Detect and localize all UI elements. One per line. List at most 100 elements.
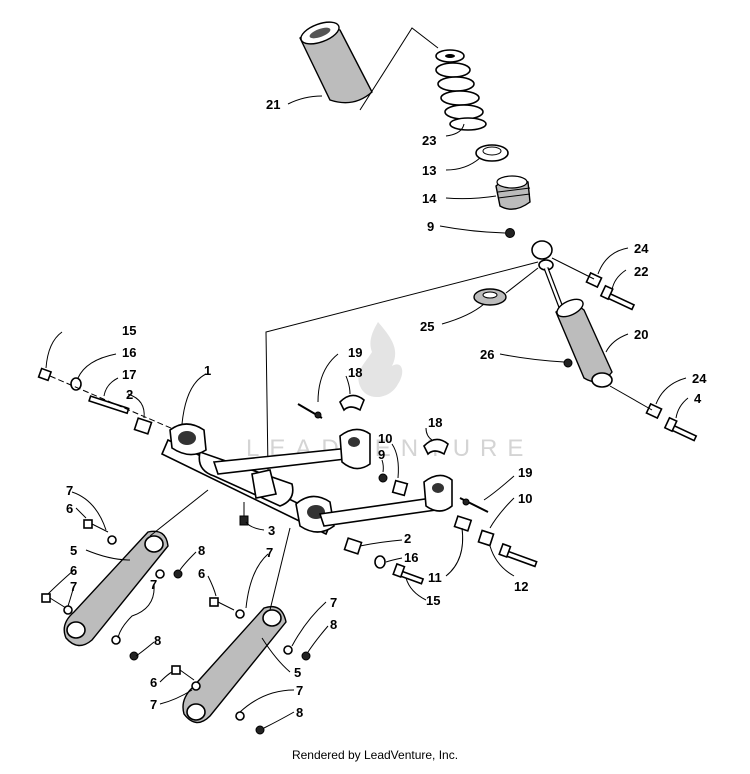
callout-24: 24 — [692, 371, 707, 386]
part-washer-25 — [473, 288, 507, 306]
part-cap-18a — [339, 394, 365, 412]
part-washer-7d — [111, 635, 121, 645]
callout-labels: 21 23 13 14 9 24 22 25 20 26 24 4 15 16 … — [66, 97, 707, 720]
link-guide-left — [149, 489, 209, 537]
callout-13: 13 — [422, 163, 436, 178]
callout-6: 6 — [198, 566, 205, 581]
watermark-flame-icon — [358, 322, 403, 398]
leader-lines — [45, 95, 689, 729]
shock-axis-upper — [551, 257, 595, 280]
callout-6: 6 — [66, 501, 73, 516]
callout-24: 24 — [634, 241, 649, 256]
part-spacer-24b — [645, 402, 663, 420]
callout-7: 7 — [150, 577, 157, 592]
callout-11: 11 — [428, 570, 442, 585]
part-bolt-4 — [663, 416, 698, 442]
callout-3: 3 — [268, 523, 275, 538]
callout-7: 7 — [70, 579, 77, 594]
callout-21: 21 — [266, 97, 280, 112]
callout-6: 6 — [70, 563, 77, 578]
part-arm-top — [212, 428, 371, 475]
part-pin-19a — [297, 403, 323, 419]
callout-1: 1 — [204, 363, 211, 378]
part-bolt-6b — [41, 593, 67, 609]
callout-9: 9 — [427, 219, 434, 234]
callout-7: 7 — [66, 483, 73, 498]
part-bushing-10b — [477, 529, 495, 547]
callout-8: 8 — [296, 705, 303, 720]
callout-22: 22 — [634, 264, 648, 279]
part-shaft-17 — [88, 395, 130, 415]
callout-16: 16 — [404, 550, 418, 565]
part-bumper-14 — [495, 175, 531, 210]
callout-2: 2 — [404, 531, 411, 546]
part-bolt-6d — [171, 665, 195, 681]
callout-25: 25 — [420, 319, 434, 334]
callout-2: 2 — [126, 387, 133, 402]
part-washer-7h — [235, 711, 245, 721]
callout-18: 18 — [428, 415, 442, 430]
callout-23: 23 — [422, 133, 436, 148]
part-washer-16 — [70, 377, 82, 391]
part-link-5b — [182, 605, 287, 724]
callout-19: 19 — [348, 345, 362, 360]
part-bolt-6a — [83, 519, 109, 533]
callout-8: 8 — [154, 633, 161, 648]
callout-26: 26 — [480, 347, 494, 362]
part-nut-9b — [378, 473, 388, 483]
callout-15: 15 — [122, 323, 136, 338]
part-bolt-22 — [599, 284, 636, 311]
callout-5: 5 — [294, 665, 301, 680]
part-nut-8b — [129, 651, 139, 661]
callout-7: 7 — [330, 595, 337, 610]
part-spacer-24 — [585, 271, 603, 289]
part-nut-26 — [563, 358, 573, 368]
part-nut-8c — [301, 651, 311, 661]
part-bolt-3 — [239, 502, 249, 526]
part-cap-18b — [423, 438, 449, 456]
part-bolt-6c — [209, 597, 235, 611]
boot-guide-line — [359, 27, 439, 111]
link-guide-right — [269, 527, 291, 611]
part-nut-8a — [173, 569, 183, 579]
part-washer-7b — [155, 569, 165, 579]
part-bushing-10a — [391, 479, 409, 497]
part-shock-eye — [531, 240, 554, 271]
callout-4: 4 — [694, 391, 702, 406]
part-bushing-2 — [133, 417, 153, 435]
part-ring-13 — [475, 144, 509, 162]
part-nut-8d — [255, 725, 265, 735]
callout-12: 12 — [514, 579, 528, 594]
callout-15: 15 — [426, 593, 440, 608]
callout-20: 20 — [634, 327, 648, 342]
part-bolt-15b — [392, 562, 425, 585]
part-bushing-2b — [343, 537, 363, 555]
callout-16: 16 — [122, 345, 136, 360]
callout-19: 19 — [518, 465, 532, 480]
callout-10: 10 — [378, 431, 392, 446]
part-washer-16b — [374, 555, 386, 569]
part-arm-bottom — [318, 474, 453, 527]
left-hardware-axis — [49, 375, 181, 433]
part-bolt-15 — [37, 367, 53, 382]
callout-8: 8 — [198, 543, 205, 558]
part-washer-7f — [283, 645, 293, 655]
part-washer-7e — [235, 609, 245, 619]
shock-mount-line — [265, 261, 539, 471]
shock-axis-lower — [609, 385, 653, 411]
callout-14: 14 — [422, 191, 437, 206]
callout-6: 6 — [150, 675, 157, 690]
part-link-5a — [63, 530, 169, 647]
callout-7: 7 — [266, 545, 273, 560]
callout-17: 17 — [122, 367, 136, 382]
footer-credit: Rendered by LeadVenture, Inc. — [291, 748, 459, 762]
callout-5: 5 — [70, 543, 77, 558]
part-nut-9 — [505, 228, 515, 238]
shock-washer-line — [505, 267, 539, 294]
callout-8: 8 — [330, 617, 337, 632]
part-washer-7g — [191, 681, 201, 691]
part-washer-7a — [107, 535, 117, 545]
part-washer-7c — [63, 605, 73, 615]
part-shock-20 — [543, 267, 613, 388]
